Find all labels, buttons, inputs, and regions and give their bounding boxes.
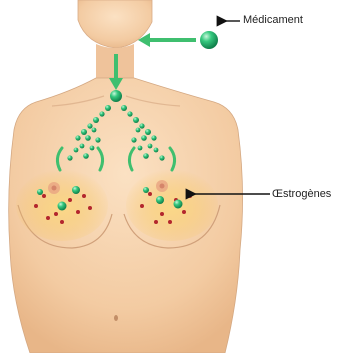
drug-pill-right-breast [174, 200, 183, 209]
label-medicament: Médicament [243, 14, 303, 26]
label-oestrogenes: Œstrogènes [272, 188, 331, 200]
green-sphere-icon [200, 31, 218, 49]
navel [114, 315, 118, 321]
drug-pill-left-breast [58, 202, 67, 211]
drug-pill-chest [110, 90, 122, 102]
